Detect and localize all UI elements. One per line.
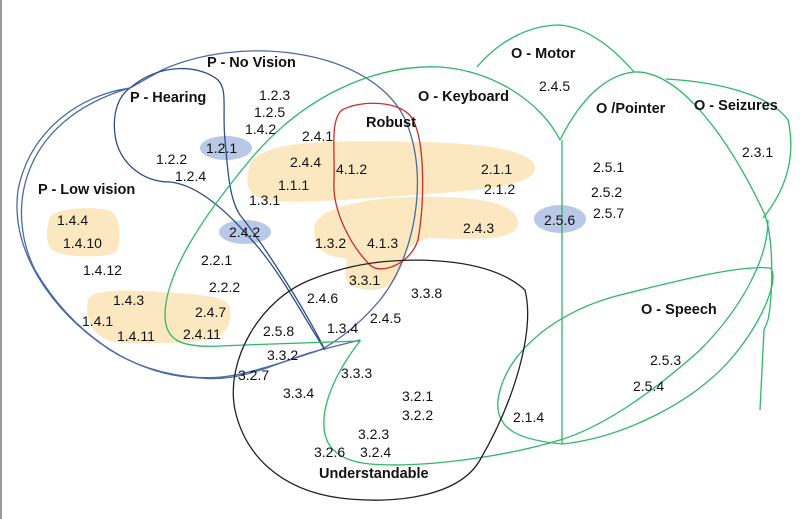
title-robust: Robust — [366, 115, 416, 131]
title-pointer: O /Pointer — [596, 101, 666, 117]
criterion-label: 1.4.3 — [113, 292, 144, 308]
criterion-label: 2.5.3 — [650, 352, 681, 368]
title-speech: O - Speech — [641, 302, 717, 318]
criterion-label: 1.2.4 — [175, 168, 206, 184]
highlight-blob-low-vision-1 — [46, 208, 120, 257]
criterion-label: 2.1.2 — [484, 181, 515, 197]
title-no-vision: P - No Vision — [207, 55, 296, 71]
criterion-label: 2.1.1 — [481, 161, 512, 177]
highlight-blob-top — [247, 141, 535, 202]
seizures-outline — [665, 78, 792, 219]
criterion-label: 3.2.1 — [402, 388, 433, 404]
criterion-label: 2.4.1 — [302, 128, 333, 144]
criterion-label: 2.5.4 — [633, 378, 664, 394]
criterion-label: 3.3.8 — [411, 285, 442, 301]
criterion-label: 2.3.1 — [742, 144, 773, 160]
criterion-label: 1.3.2 — [315, 235, 346, 251]
page-left-border — [0, 0, 2, 519]
criterion-label: 1.4.1 — [82, 313, 113, 329]
criterion-label: 1.2.5 — [254, 104, 285, 120]
criterion-label: 2.4.11 — [183, 326, 221, 342]
speech-outline — [497, 266, 774, 445]
low-vision-outline — [16, 87, 361, 379]
criterion-label: 1.4.2 — [245, 121, 276, 137]
criterion-label: 2.5.8 — [263, 323, 294, 339]
title-understandable: Understandable — [319, 466, 429, 482]
criterion-label: 2.5.1 — [593, 159, 624, 175]
set-titles: P - No Vision P - Hearing P - Low vision… — [38, 46, 778, 482]
criterion-label: 2.4.5 — [539, 78, 570, 94]
criterion-label: 3.3.2 — [267, 347, 298, 363]
title-hearing: P - Hearing — [130, 90, 206, 106]
hearing-outline — [113, 67, 326, 351]
criterion-label: 1.4.4 — [57, 212, 88, 228]
highlight-blob-low-vision-2 — [87, 290, 231, 344]
title-keyboard: O - Keyboard — [418, 89, 509, 105]
criterion-label: 1.4.10 — [63, 235, 102, 251]
criterion-label: 1.3.1 — [249, 192, 280, 208]
title-seizures: O - Seizures — [694, 98, 778, 114]
highlight-blob-middle — [314, 196, 519, 290]
criterion-label: 3.2.7 — [238, 367, 269, 383]
criterion-label: 2.2.1 — [201, 252, 232, 268]
highlight-2-5-6 — [534, 205, 586, 233]
criterion-label: 2.4.3 — [463, 220, 494, 236]
criterion-label: 1.3.4 — [327, 320, 358, 336]
motor-outline — [476, 24, 635, 73]
criterion-label: 3.3.1 — [349, 272, 380, 288]
criterion-label: 2.5.2 — [591, 184, 622, 200]
criterion-label: 1.2.2 — [156, 151, 187, 167]
criterion-label: 3.2.6 — [314, 444, 345, 460]
criterion-label: 1.2.1 — [206, 140, 237, 156]
criterion-label: 2.4.4 — [290, 154, 321, 170]
criterion-label: 3.2.4 — [360, 444, 391, 460]
yellow-highlights — [46, 141, 535, 344]
criterion-label: 4.1.3 — [367, 235, 398, 251]
criterion-label: 1.1.1 — [278, 177, 309, 193]
title-low-vision: P - Low vision — [38, 182, 135, 198]
criterion-label: 2.2.2 — [209, 279, 240, 295]
criteria-labels: 1.2.3 1.2.5 1.4.2 1.2.1 1.2.2 1.2.4 2.4.… — [57, 78, 773, 460]
keyboard-outline — [164, 66, 769, 466]
criterion-label: 1.4.11 — [117, 328, 155, 344]
criterion-label: 2.5.6 — [544, 212, 575, 228]
understandable-outline — [232, 259, 529, 501]
criterion-label: 1.2.3 — [259, 87, 290, 103]
criterion-label: 2.4.5 — [370, 310, 401, 326]
criterion-label: 2.4.6 — [307, 290, 338, 306]
criterion-label: 2.4.7 — [195, 304, 226, 320]
criterion-label: 2.4.2 — [229, 224, 260, 240]
title-motor: O - Motor — [511, 46, 576, 62]
criterion-label: 3.3.3 — [341, 365, 372, 381]
criterion-label: 1.4.12 — [83, 262, 122, 278]
criterion-label: 4.1.2 — [336, 161, 367, 177]
criterion-label: 2.5.7 — [593, 205, 624, 221]
criterion-label: 3.2.3 — [358, 426, 389, 442]
criterion-label: 3.3.4 — [283, 385, 314, 401]
criterion-label: 2.1.4 — [513, 409, 544, 425]
criterion-label: 3.2.2 — [402, 407, 433, 423]
pointer-outline — [559, 71, 773, 411]
